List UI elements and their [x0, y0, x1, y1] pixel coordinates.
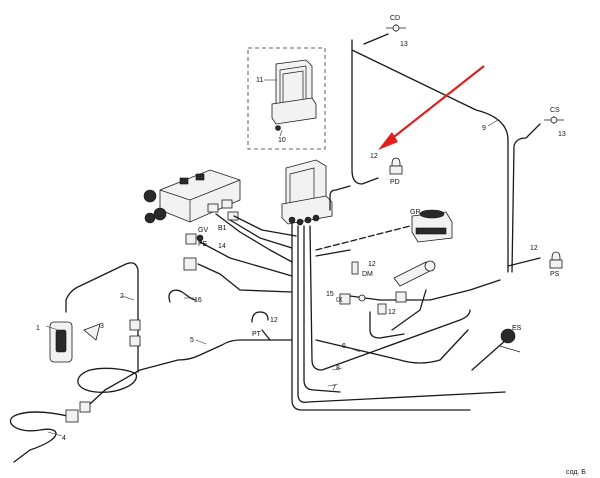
es-switch	[499, 328, 521, 353]
connector-square	[183, 257, 197, 271]
code-labels: CD CS PD PS GR DM IX PT ES GV PE B1	[198, 15, 560, 338]
red-arrow	[378, 65, 485, 150]
callout-7: 7	[332, 385, 336, 392]
callout-2: 2	[120, 293, 124, 300]
callout-15: 15	[326, 291, 334, 298]
cs-sensor	[544, 116, 564, 124]
code-cd: CD	[390, 15, 400, 22]
code-cs: CS	[550, 107, 560, 114]
callout-4: 4	[62, 435, 66, 442]
callout-12-pd: 12	[370, 153, 378, 160]
code-dm: DM	[362, 271, 373, 278]
leaders	[45, 119, 499, 437]
valve-block	[143, 169, 241, 224]
callout-9: 9	[482, 125, 486, 132]
remote-control	[49, 321, 73, 363]
cable-4	[9, 411, 77, 463]
callout-12-ps: 12	[530, 245, 538, 252]
callout-1: 1	[36, 325, 40, 332]
code-pe: PE	[198, 241, 208, 248]
callout-8: 8	[336, 365, 340, 372]
callout-12-mid: 12	[388, 309, 396, 316]
detail-box	[247, 47, 326, 150]
callout-13-cd: 13	[400, 41, 408, 48]
callout-13-cs: 13	[558, 131, 566, 138]
footer-text: сод. Б	[566, 469, 586, 476]
code-ps: PS	[550, 271, 560, 278]
cd-sensor	[386, 24, 406, 32]
harness	[65, 33, 541, 411]
key-3	[83, 323, 101, 341]
code-pd: PD	[390, 179, 400, 186]
plug-4	[65, 401, 91, 423]
code-pt: PT	[252, 331, 262, 338]
pt-sensor	[251, 311, 269, 323]
actuator	[393, 260, 436, 287]
callout-12-dm: 12	[368, 261, 376, 268]
gr-unit	[411, 209, 453, 243]
callout-12-pt: 12	[270, 317, 278, 324]
code-gr: GR	[410, 209, 421, 216]
callout-14: 14	[218, 243, 226, 250]
callout-16: 16	[194, 297, 202, 304]
code-b1: B1	[218, 225, 227, 232]
sensor-loop-16	[168, 289, 197, 303]
display-module	[271, 59, 317, 131]
plug-2	[129, 319, 141, 347]
callout-10: 10	[278, 137, 286, 144]
connector-pe	[185, 233, 204, 245]
code-ix: IX	[336, 297, 343, 304]
callout-labels: 1 2 3 4 5 6 7 8 9 10 11 12 12 12 12 12 1…	[36, 41, 566, 442]
callout-6: 6	[342, 343, 346, 350]
callout-11: 11	[256, 77, 263, 84]
connector-cluster	[377, 291, 407, 315]
pd-lock	[389, 157, 403, 175]
callout-5: 5	[190, 337, 194, 344]
ix-switch	[339, 293, 366, 305]
code-gv: GV	[198, 227, 208, 234]
ps-lock	[549, 251, 563, 269]
control-panel	[281, 159, 333, 226]
dm-sensor	[351, 261, 359, 275]
code-es: ES	[512, 325, 522, 332]
callout-3: 3	[100, 323, 104, 330]
